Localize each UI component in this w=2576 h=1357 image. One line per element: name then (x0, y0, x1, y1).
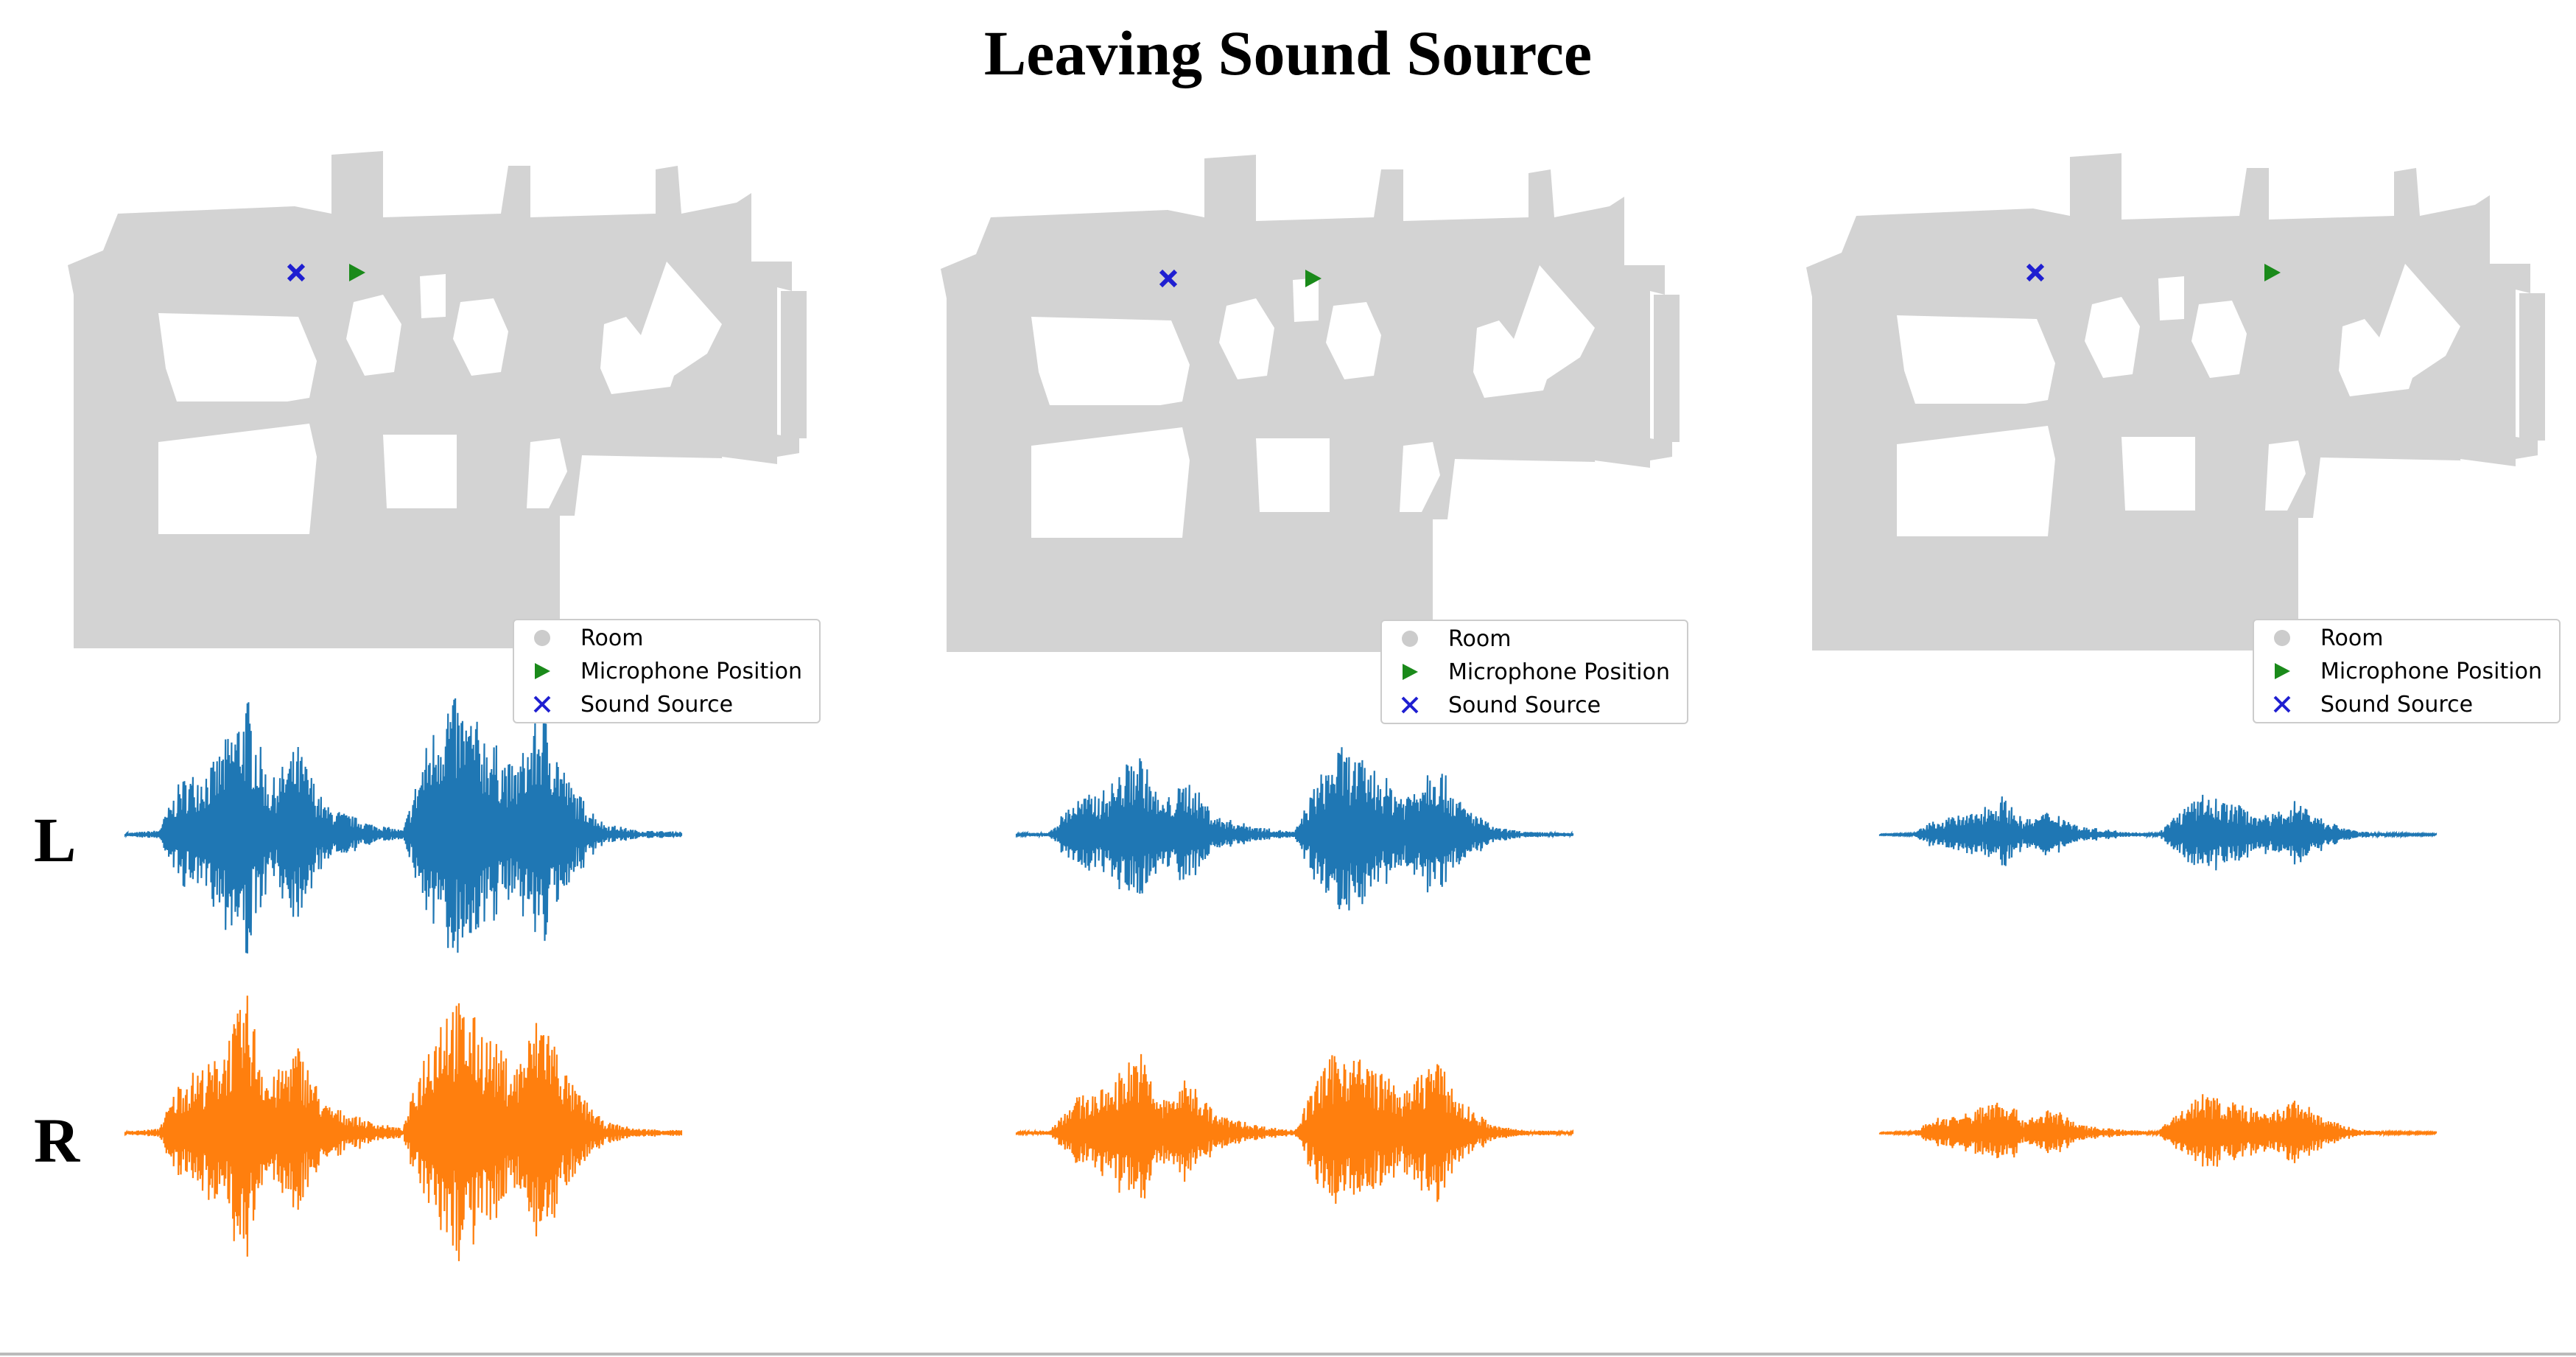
waveform-panel-3-r (1878, 1094, 2438, 1167)
legend-room-label: Room (580, 625, 644, 651)
room-legend-icon (527, 623, 557, 653)
waveform-panel-3-l (1878, 794, 2438, 871)
legend-panel-1: Room Microphone Position Sound Source (513, 619, 821, 723)
waveform-panel-2-r (1015, 1053, 1574, 1205)
microphone-marker-3 (2264, 264, 2281, 281)
waveform-panel-1-r (124, 995, 683, 1261)
microphone-legend-icon (1395, 657, 1425, 687)
microphone-legend-icon (527, 656, 557, 686)
sound-source-marker-1 (287, 263, 306, 282)
waveform-group (124, 698, 2438, 1261)
legend-source-label: Sound Source (1448, 692, 1601, 718)
microphone-legend-icon (2267, 656, 2297, 686)
source-legend-icon (1395, 690, 1425, 720)
microphone-marker-1 (349, 264, 365, 281)
source-legend-icon (527, 690, 557, 719)
room-map-panel-1 (68, 151, 807, 648)
sound-source-marker-3 (2026, 263, 2045, 282)
legend-room-label: Room (1448, 625, 1512, 652)
microphone-marker-2 (1305, 270, 1322, 287)
legend-source-label: Sound Source (2320, 691, 2474, 718)
source-legend-icon (2267, 690, 2297, 719)
right-channel-label: R (34, 1105, 80, 1176)
room-legend-icon (1395, 624, 1425, 653)
legend-microphone-label: Microphone Position (580, 658, 802, 684)
legend-microphone-label: Microphone Position (1448, 659, 1670, 685)
room-map-panel-3 (1806, 153, 2545, 651)
room-map-panel-2 (941, 155, 1680, 652)
room-legend-icon (2267, 623, 2297, 653)
figure-title: Leaving Sound Source (983, 18, 1593, 88)
left-channel-label: L (34, 804, 77, 875)
legend-room-label: Room (2320, 625, 2384, 651)
waveform-panel-1-l (124, 698, 683, 954)
legend-panel-2: Room Microphone Position Sound Source (1380, 620, 1688, 724)
legend-panel-3: Room Microphone Position Sound Source (2253, 619, 2561, 723)
legend-source-label: Sound Source (580, 691, 734, 718)
sound-source-marker-2 (1159, 269, 1178, 288)
legend-microphone-label: Microphone Position (2320, 658, 2542, 684)
waveform-panel-2-l (1015, 747, 1574, 911)
bottom-divider (0, 1353, 2576, 1356)
